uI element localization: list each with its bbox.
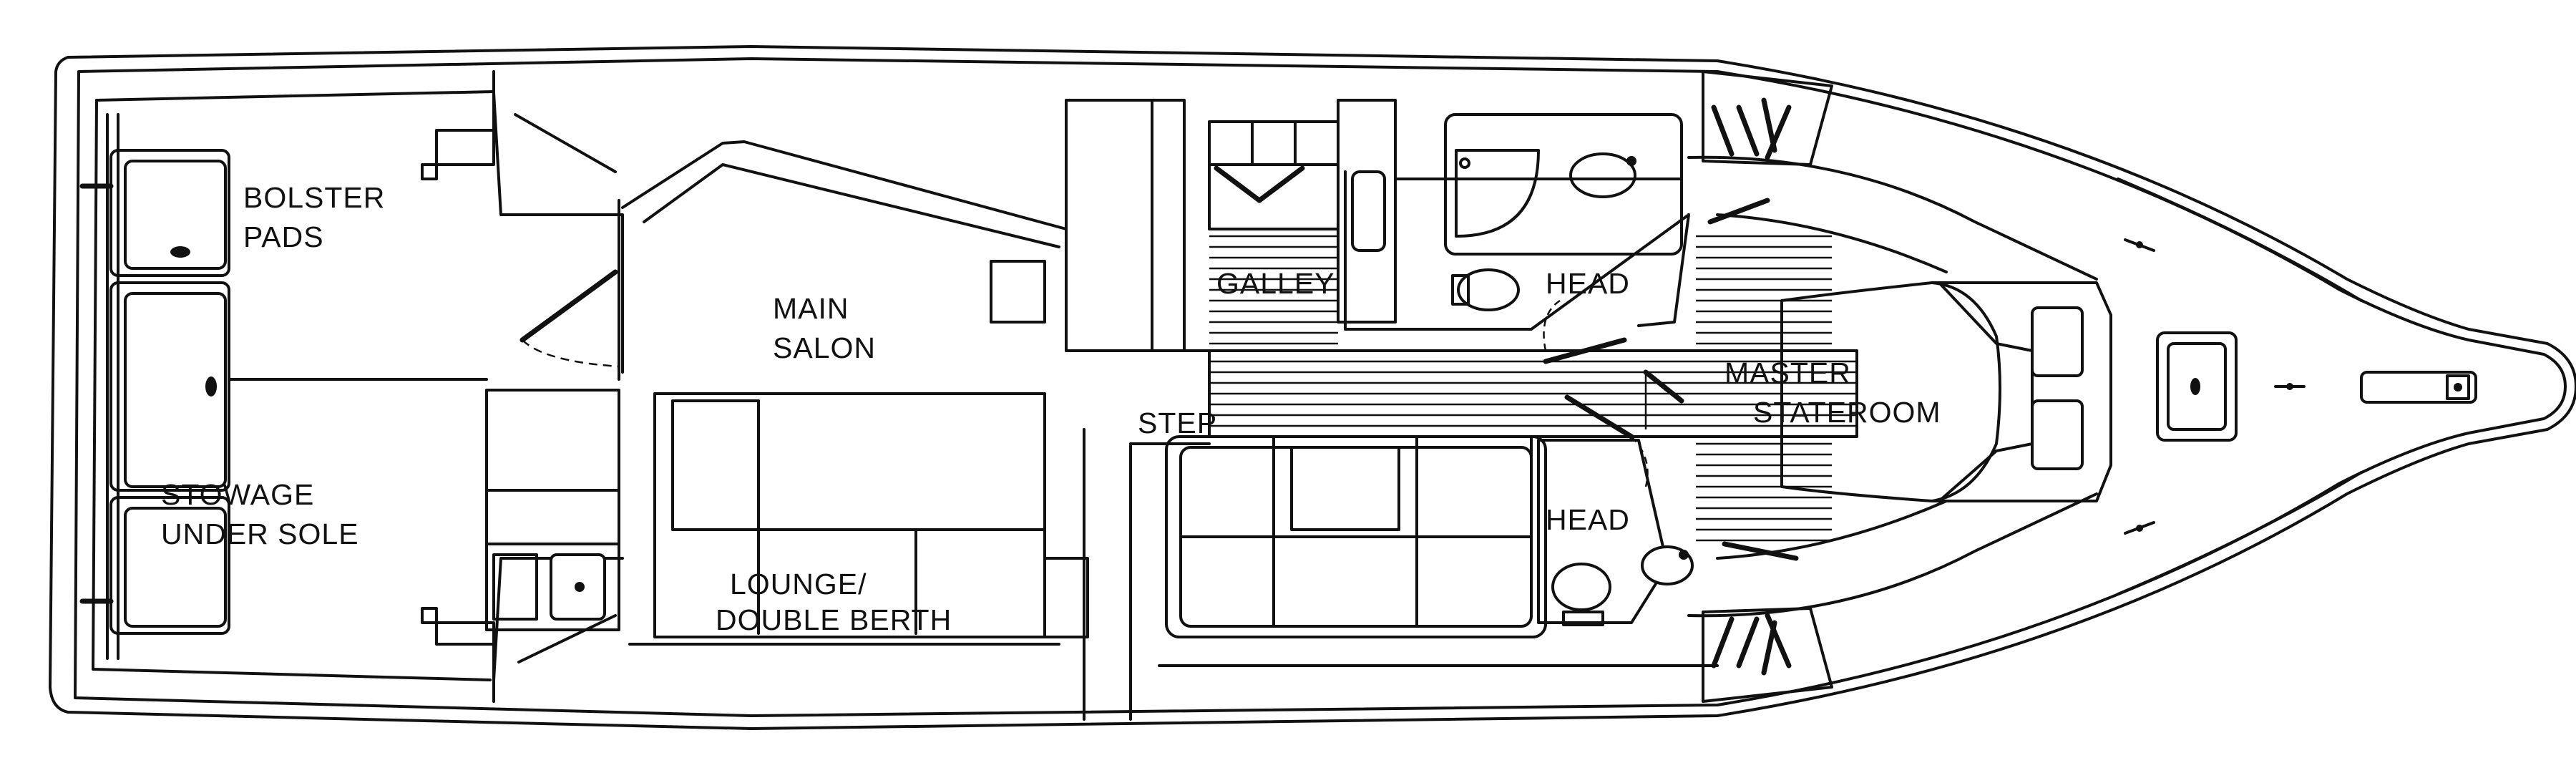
sink-icon bbox=[1351, 170, 1386, 252]
label-master-stateroom-line1: MASTER bbox=[1724, 356, 1851, 389]
label-stowage-line2: UNDER SOLE bbox=[161, 517, 359, 550]
label-main-salon-line2: SALON bbox=[773, 331, 876, 364]
label-head-forward: HEAD bbox=[1546, 267, 1630, 300]
dinette bbox=[1165, 435, 1547, 638]
label-bolster-pads-line2: PADS bbox=[243, 220, 324, 253]
label-main-salon-line1: MAIN bbox=[773, 292, 849, 325]
foredeck bbox=[2117, 178, 2477, 595]
toilet-icon bbox=[1551, 563, 1611, 611]
hull-outline bbox=[49, 45, 2576, 730]
cleat-icon bbox=[2124, 238, 2306, 535]
forward-head bbox=[1344, 113, 1690, 364]
label-step: STEP bbox=[1138, 407, 1217, 439]
toilet-icon bbox=[1457, 268, 1520, 311]
room-labels: BOLSTER PADS STOWAGE UNDER SOLE MAIN SAL… bbox=[161, 181, 1941, 636]
hatch-icon bbox=[205, 376, 217, 397]
hatch-icon bbox=[2190, 378, 2200, 395]
label-stowage-line1: STOWAGE bbox=[161, 478, 314, 511]
main-salon bbox=[621, 140, 1089, 646]
label-lounge-line2: DOUBLE BERTH bbox=[716, 603, 952, 636]
label-head-aft: HEAD bbox=[1546, 503, 1630, 536]
label-master-stateroom-line2: STATEROOM bbox=[1753, 396, 1941, 429]
cockpit bbox=[79, 70, 624, 703]
hatch-icon bbox=[170, 246, 190, 258]
aft-head bbox=[1537, 369, 1694, 626]
label-lounge-line1: LOUNGE/ bbox=[730, 568, 867, 601]
galley bbox=[1065, 99, 1397, 352]
sink-icon bbox=[1569, 152, 1636, 198]
label-bolster-pads-line1: BOLSTER bbox=[243, 181, 385, 214]
label-galley: GALLEY bbox=[1216, 267, 1335, 300]
master-stateroom bbox=[1644, 70, 2112, 703]
